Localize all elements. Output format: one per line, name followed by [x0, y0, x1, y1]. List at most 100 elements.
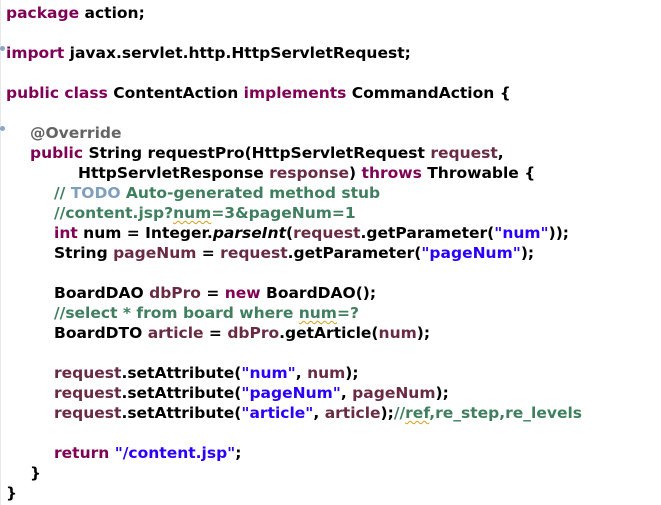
code-text: ,: [340, 384, 353, 402]
code-line-13: BoardDTO article = dbPro.getArticle(num)…: [54, 323, 430, 343]
variable: num: [378, 324, 417, 342]
spelling-warning: ref: [405, 404, 430, 422]
code-line-4: @Override: [30, 123, 122, 143]
string-literal: "/content.jsp": [114, 444, 236, 462]
code-text: BoardDAO: [54, 284, 150, 302]
comment: //: [393, 404, 406, 422]
code-text: .setAttribute(: [121, 384, 242, 402]
string-literal: "article": [241, 404, 314, 422]
code-text: .getParameter(: [360, 224, 495, 242]
string-literal: "pageNum": [421, 244, 521, 262]
code-text: .setAttribute(: [121, 364, 242, 382]
code-line-17: return "/content.jsp";: [54, 443, 241, 463]
code-text: (: [285, 224, 294, 242]
parameter: request: [54, 364, 122, 382]
code-line-18: }: [30, 463, 41, 483]
variable: dbPro: [149, 284, 201, 302]
code-text: );: [435, 384, 449, 402]
keyword: int: [54, 224, 78, 242]
code-text: .getArticle(: [279, 324, 379, 342]
code-text: ));: [548, 224, 569, 242]
override-marker-icon[interactable]: [0, 126, 5, 131]
code-text: String requestPro(HttpServletRequest: [83, 144, 431, 162]
code-text: .setAttribute(: [121, 404, 242, 422]
comment: =3&pageNum=1: [211, 204, 356, 222]
variable: article: [147, 324, 204, 342]
string-literal: "pageNum": [241, 384, 341, 402]
code-text: String: [54, 244, 114, 262]
code-line-12: //select * from board where num=?: [54, 303, 359, 323]
parameter: request: [430, 144, 498, 162]
comment: ,re_step,re_levels: [429, 404, 583, 422]
code-text: action;: [79, 4, 145, 22]
comment: =?: [336, 304, 359, 322]
code-text: BoardDTO: [54, 324, 148, 342]
comment: Auto-generated method stub: [120, 184, 381, 202]
parameter: request: [220, 244, 288, 262]
comment: //: [54, 184, 71, 202]
variable: num: [307, 364, 346, 382]
code-line-1: package action;: [6, 3, 145, 23]
code-line-8: //content.jsp?num=3&pageNum=1: [54, 203, 356, 223]
code-text: ,: [313, 404, 325, 422]
editor-left-ruler: [0, 0, 1, 505]
code-text: =: [203, 324, 228, 342]
code-text: HttpServletResponse: [78, 164, 270, 182]
code-line-10: String pageNum = request.getParameter("p…: [54, 243, 534, 263]
keyword: new: [224, 284, 261, 302]
code-line-19: }: [6, 483, 17, 503]
todo-tag: TODO: [70, 184, 121, 202]
keyword: throws: [361, 164, 422, 182]
keyword: public class: [6, 84, 108, 102]
keyword: package: [6, 4, 80, 22]
comment: //content.jsp?: [54, 204, 174, 222]
code-text: num = Integer.: [77, 224, 213, 242]
code-line-3: public class ContentAction implements Co…: [6, 83, 511, 103]
static-method: parseInt: [212, 224, 286, 242]
parameter: request: [293, 224, 361, 242]
parameter: request: [54, 404, 122, 422]
code-text: ;: [235, 444, 242, 462]
parameter: response: [269, 164, 350, 182]
keyword: import: [6, 44, 65, 62]
import-fold-marker-icon[interactable]: [0, 46, 5, 51]
variable: pageNum: [352, 384, 436, 402]
parameter: request: [54, 384, 122, 402]
code-text: CommandAction {: [346, 84, 511, 102]
keyword: return: [54, 444, 110, 462]
code-text: ,: [295, 364, 308, 382]
code-text: );: [345, 364, 359, 382]
code-text: );: [416, 324, 431, 342]
variable: article: [324, 404, 381, 422]
code-line-15: request.setAttribute("pageNum", pageNum)…: [54, 383, 449, 403]
code-line-2: import javax.servlet.http.HttpServletReq…: [6, 43, 411, 63]
code-line-5: public String requestPro(HttpServletRequ…: [30, 143, 504, 163]
keyword: public: [30, 144, 84, 162]
code-text: =: [196, 244, 221, 262]
class-name: ContentAction: [107, 84, 244, 102]
code-text: Throwable {: [421, 164, 536, 182]
code-text: =: [200, 284, 225, 302]
code-text: javax.servlet.http.HttpServletRequest;: [64, 44, 411, 62]
keyword: implements: [243, 84, 347, 102]
spelling-warning: num: [173, 204, 212, 222]
code-text: BoardDAO();: [260, 284, 377, 302]
closing-brace: }: [6, 484, 18, 502]
code-text: );: [380, 404, 394, 422]
annotation: @Override: [30, 124, 122, 142]
code-line-14: request.setAttribute("num", num);: [54, 363, 359, 383]
code-line-7: // TODO Auto-generated method stub: [54, 183, 380, 203]
code-line-11: BoardDAO dbPro = new BoardDAO();: [54, 283, 376, 303]
string-literal: "num": [494, 224, 549, 242]
closing-brace: }: [30, 464, 42, 482]
code-text: );: [520, 244, 535, 262]
code-text: .getParameter(: [287, 244, 422, 262]
variable: dbPro: [227, 324, 280, 342]
spelling-warning: num: [298, 304, 337, 322]
code-line-6: HttpServletResponse response) throws Thr…: [78, 163, 535, 183]
comment: //select * from board where: [54, 304, 299, 322]
code-text: ,: [497, 144, 504, 162]
code-line-16: request.setAttribute("article", article)…: [54, 403, 582, 423]
code-text: ): [349, 164, 362, 182]
